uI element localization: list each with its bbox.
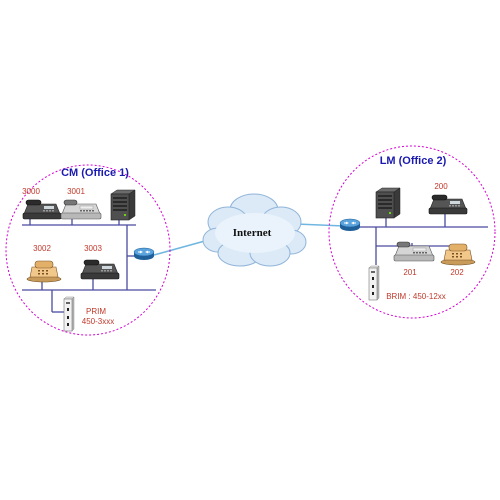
office2-title: LM (Office 2) [380, 155, 447, 167]
office1-ext-3000: 3000 [22, 187, 40, 196]
office1-ext-3003: 3003 [84, 244, 102, 253]
office2-module-label: BRIM : 450-12xx [386, 292, 446, 301]
office1-title: CM (Office 1) [61, 167, 129, 179]
internet-label: Internet [233, 227, 272, 239]
desk-phone-icon [428, 194, 468, 215]
desk-phone-icon [80, 259, 120, 280]
office2-ext-202: 202 [450, 268, 464, 277]
system-phone-icon [393, 241, 435, 262]
interface-module-icon [368, 265, 380, 301]
pbx-server-icon [110, 189, 136, 221]
office1-ext-3002: 3002 [33, 244, 51, 253]
office2-ext-201: 201 [403, 268, 417, 277]
router-icon [133, 247, 155, 261]
interface-module-icon [63, 296, 75, 332]
office1-boundary [5, 164, 171, 336]
office1-module-label-line1: PRIM [86, 307, 106, 316]
office2-bus [340, 213, 488, 265]
office2-group: LM (Office 2) 200 201 202 BRIM : 450-12x… [328, 145, 496, 319]
office2-ext-200: 200 [434, 182, 448, 191]
office1-internet-link [153, 238, 213, 256]
router-icon [339, 218, 361, 232]
system-phone-icon [60, 199, 102, 220]
wireless-phone-icon [440, 243, 476, 266]
office2-boundary [328, 145, 496, 319]
cloud-icon: Internet [202, 193, 307, 267]
office1-module-label-line2: 450-3xxx [82, 317, 114, 326]
wireless-phone-icon [26, 260, 62, 283]
office2-internet-link [295, 223, 345, 227]
desk-phone-icon [22, 199, 62, 220]
office1-group: CM (Office 1) 3000 3001 3002 3003 PRIM 4… [5, 164, 171, 336]
pbx-server-icon [375, 187, 401, 219]
office1-ext-3001: 3001 [67, 187, 85, 196]
